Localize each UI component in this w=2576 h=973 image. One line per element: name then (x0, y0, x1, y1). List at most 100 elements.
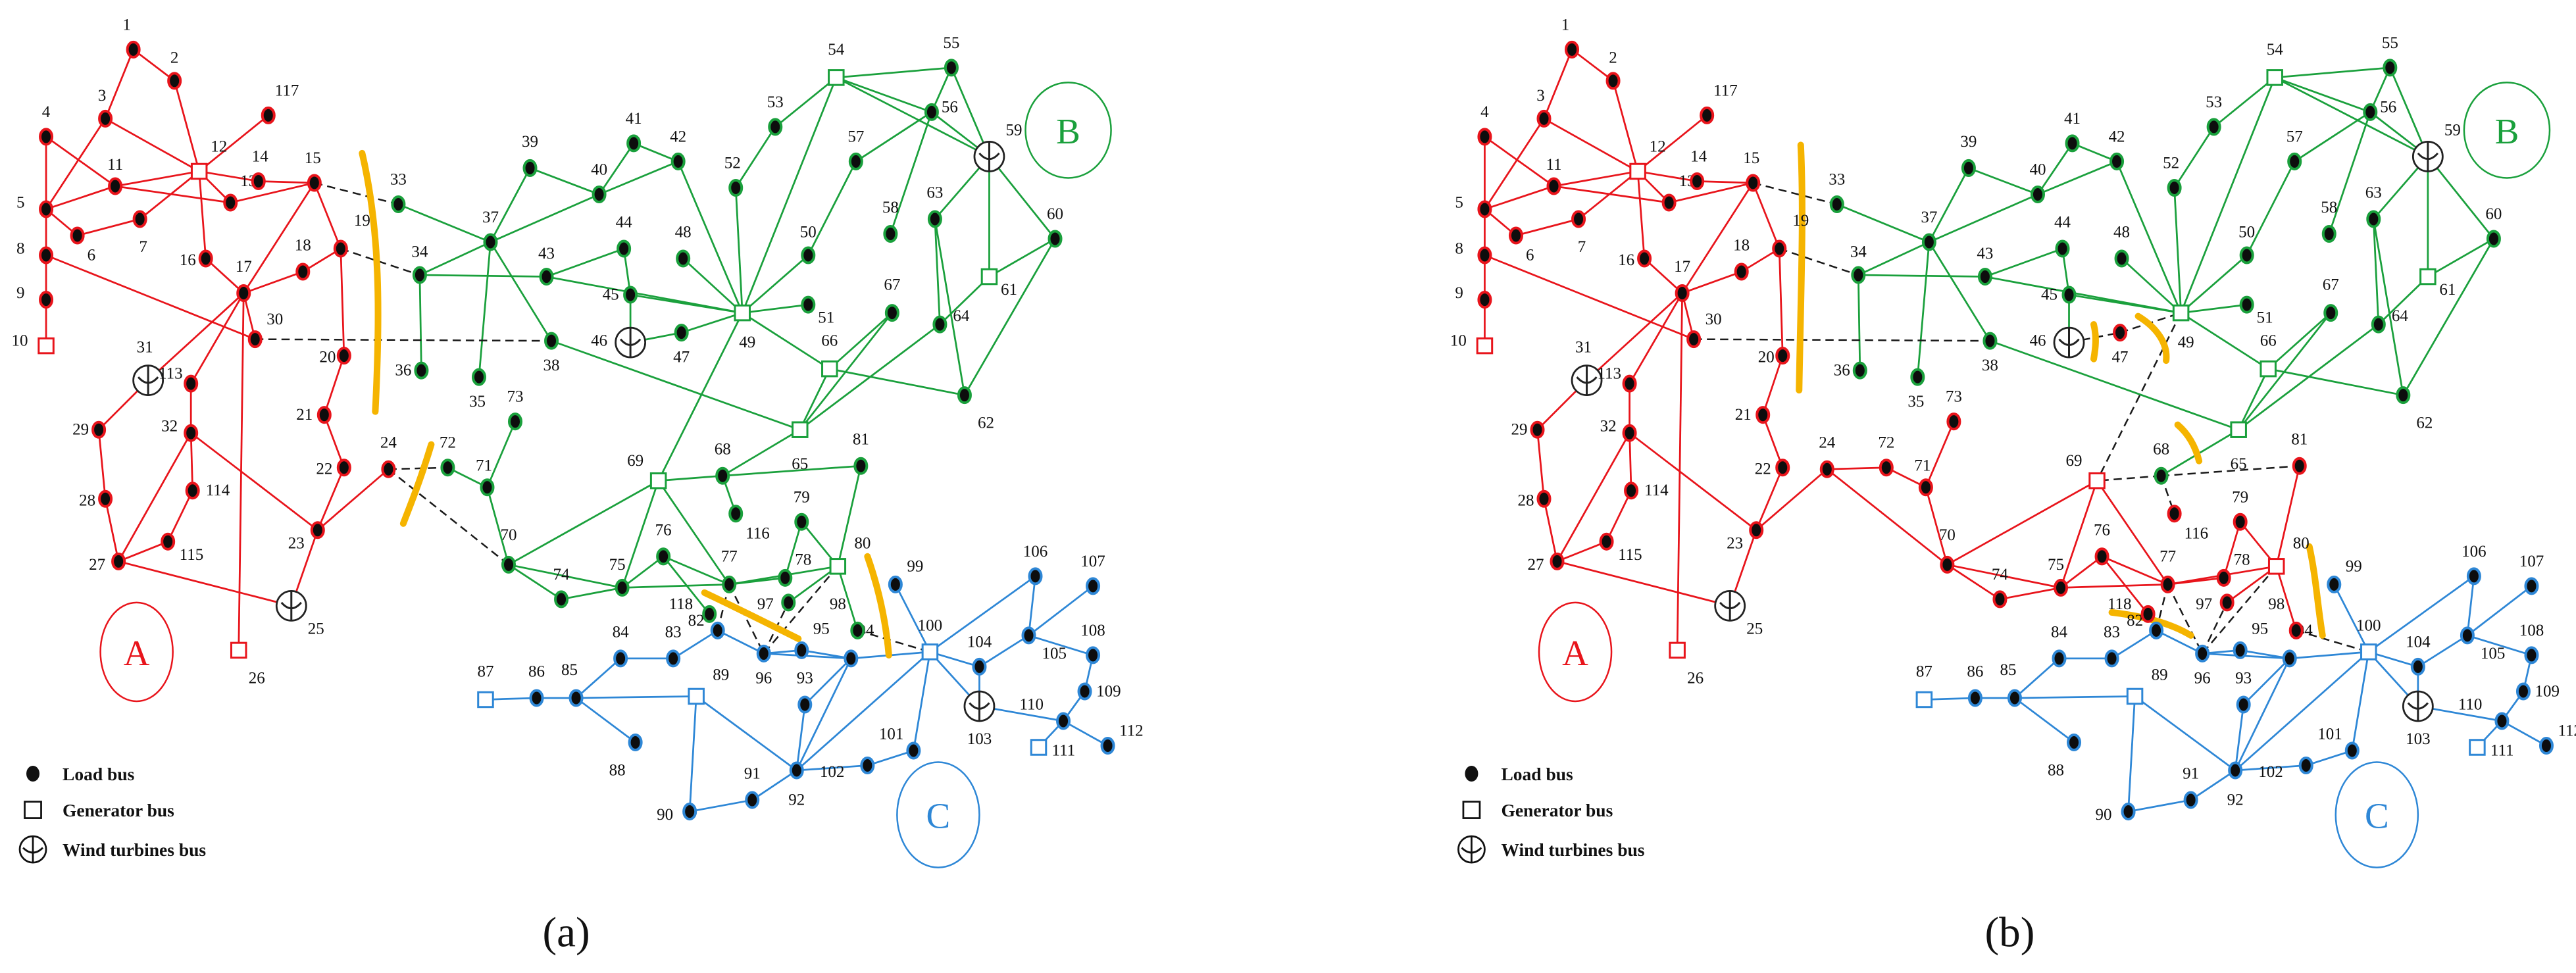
load-bus-icon (307, 174, 322, 192)
area-A-label: A (1562, 633, 1588, 673)
bus-95: 95 (2233, 620, 2268, 659)
line-75-77 (622, 583, 730, 589)
line-8-30 (45, 254, 256, 340)
bus-95: 95 (794, 620, 830, 659)
load-bus-icon (412, 266, 427, 284)
line-100-101 (2351, 651, 2370, 751)
bus-label: 21 (1735, 406, 1752, 424)
bus-73: 73 (1946, 388, 1962, 431)
bus-82: 82 (2127, 612, 2164, 639)
bus-label: 115 (180, 546, 204, 564)
bus-118: 118 (669, 595, 717, 623)
bus-91: 91 (744, 765, 761, 809)
load-bus-icon (2292, 457, 2307, 475)
bus-16: 16 (180, 249, 213, 269)
bus-117: 117 (261, 82, 299, 124)
load-bus-icon (1637, 249, 1652, 268)
bus-label: 90 (657, 806, 673, 824)
line-40-41 (598, 143, 635, 195)
load-bus-icon (972, 657, 987, 676)
load-bus-icon (2109, 152, 2125, 170)
line-41-42 (633, 142, 679, 162)
bus-label: 34 (411, 243, 428, 261)
line-105-107 (1028, 585, 1094, 636)
load-bus-icon (745, 791, 760, 809)
line-15-33 (1752, 182, 1838, 205)
line-85-89 (2014, 695, 2135, 699)
line-17-113 (189, 292, 245, 384)
bus-label: 7 (139, 238, 147, 256)
bus-label: 91 (744, 765, 761, 783)
legend-label: Generator bus (63, 800, 174, 820)
line-68-69 (2096, 474, 2161, 482)
generator-bus-icon (2126, 687, 2144, 705)
load-bus-icon (2113, 324, 2128, 342)
load-bus-icon (247, 330, 263, 349)
generator-bus-icon (792, 421, 809, 438)
load-bus-icon (2233, 641, 2248, 659)
bus-80: 80 (829, 534, 871, 575)
bus-9: 9 (16, 284, 54, 309)
bus-35: 35 (469, 368, 486, 411)
line-6-7 (1515, 218, 1579, 237)
line-70-75 (1947, 563, 2061, 589)
bus-label: 52 (2163, 154, 2179, 172)
load-bus-icon (676, 249, 691, 268)
bus-label: 79 (794, 488, 810, 506)
bus-label: 9 (16, 284, 25, 302)
bus-49: 49 (2172, 304, 2194, 351)
line-62-63 (2372, 218, 2404, 395)
bus-label: 77 (2159, 547, 2176, 565)
bus-19: 19 (1772, 212, 1809, 258)
cut-mark-4 (2174, 421, 2203, 464)
load-bus-icon (1819, 460, 1834, 478)
generator-bus-icon (828, 69, 845, 86)
line-3-12 (105, 118, 200, 172)
bus-label: 45 (603, 286, 619, 304)
bus-label: 114 (206, 482, 230, 499)
load-bus-icon (1530, 420, 1545, 439)
bus-100: 100 (918, 616, 942, 661)
load-bus-icon (333, 239, 348, 258)
load-bus-icon (756, 644, 771, 662)
line-92-93 (796, 704, 806, 771)
line-82-96 (717, 630, 765, 655)
partition-cut-marks (359, 149, 892, 659)
bus-label: 4 (42, 103, 51, 121)
bus-114: 114 (1624, 482, 1669, 500)
bus-61: 61 (2419, 268, 2456, 299)
bus-label: 67 (2323, 276, 2339, 294)
bus-40: 40 (2029, 161, 2046, 203)
load-bus-icon (1992, 590, 2008, 609)
line-70-75 (508, 563, 622, 589)
bus-78: 78 (778, 551, 811, 587)
bus-label: 113 (1597, 365, 1621, 383)
bus-label: 47 (2112, 349, 2129, 366)
load-bus-icon (539, 268, 554, 286)
bus-99: 99 (888, 557, 923, 593)
bus-92: 92 (2227, 761, 2244, 809)
bus-label: 53 (767, 93, 784, 111)
line-94-100 (2289, 651, 2369, 660)
bus-45: 45 (2041, 286, 2077, 304)
bus-label: 99 (2346, 557, 2362, 575)
load-bus-icon (2239, 246, 2254, 264)
legend-load-icon (26, 766, 40, 782)
bus-label: 92 (788, 791, 805, 809)
bus-label: 116 (2185, 524, 2209, 542)
load-bus-icon (184, 424, 199, 442)
bus-label: 74 (553, 566, 570, 584)
bus-38: 38 (1982, 332, 1998, 374)
bus-label: 9 (1455, 284, 1463, 302)
line-23-32 (1629, 432, 1757, 531)
bus-label: 49 (2178, 334, 2194, 351)
line-34-36 (418, 275, 422, 371)
bus-89: 89 (688, 666, 729, 705)
line-54-55 (836, 66, 952, 79)
bus-label: 33 (1829, 170, 1845, 188)
bus-label: 23 (1727, 534, 1743, 552)
load-bus-icon (1967, 689, 1983, 707)
bus-label: 56 (942, 98, 958, 116)
line-105-107 (2467, 585, 2533, 636)
line-100-106 (929, 575, 1036, 653)
